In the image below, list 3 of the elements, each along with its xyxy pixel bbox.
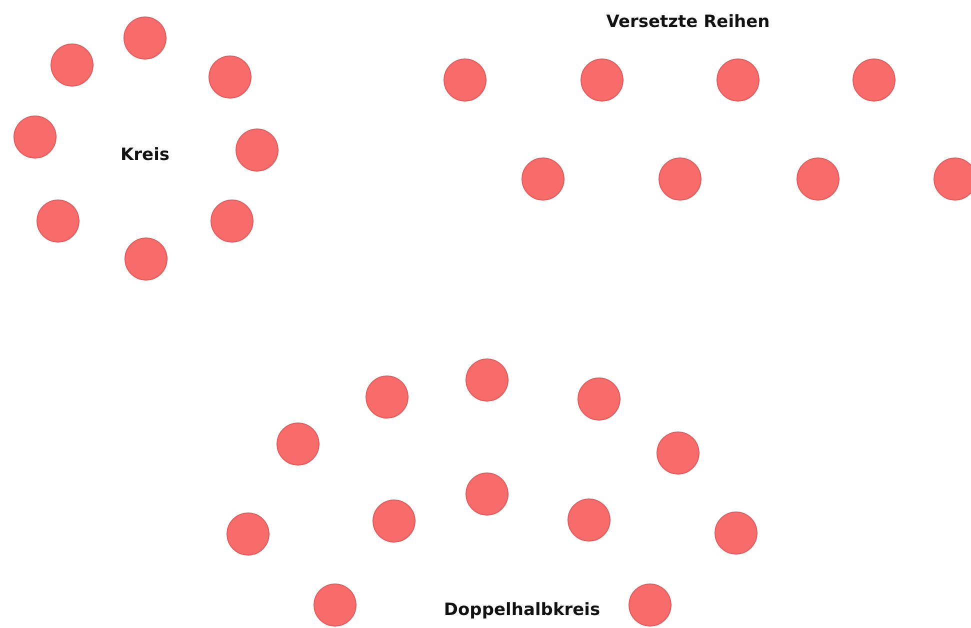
arrangement-label: Versetzte Reihen: [606, 12, 770, 32]
arrangement-label: Doppelhalbkreis: [444, 600, 600, 620]
arrangement-label: Kreis: [120, 145, 170, 165]
